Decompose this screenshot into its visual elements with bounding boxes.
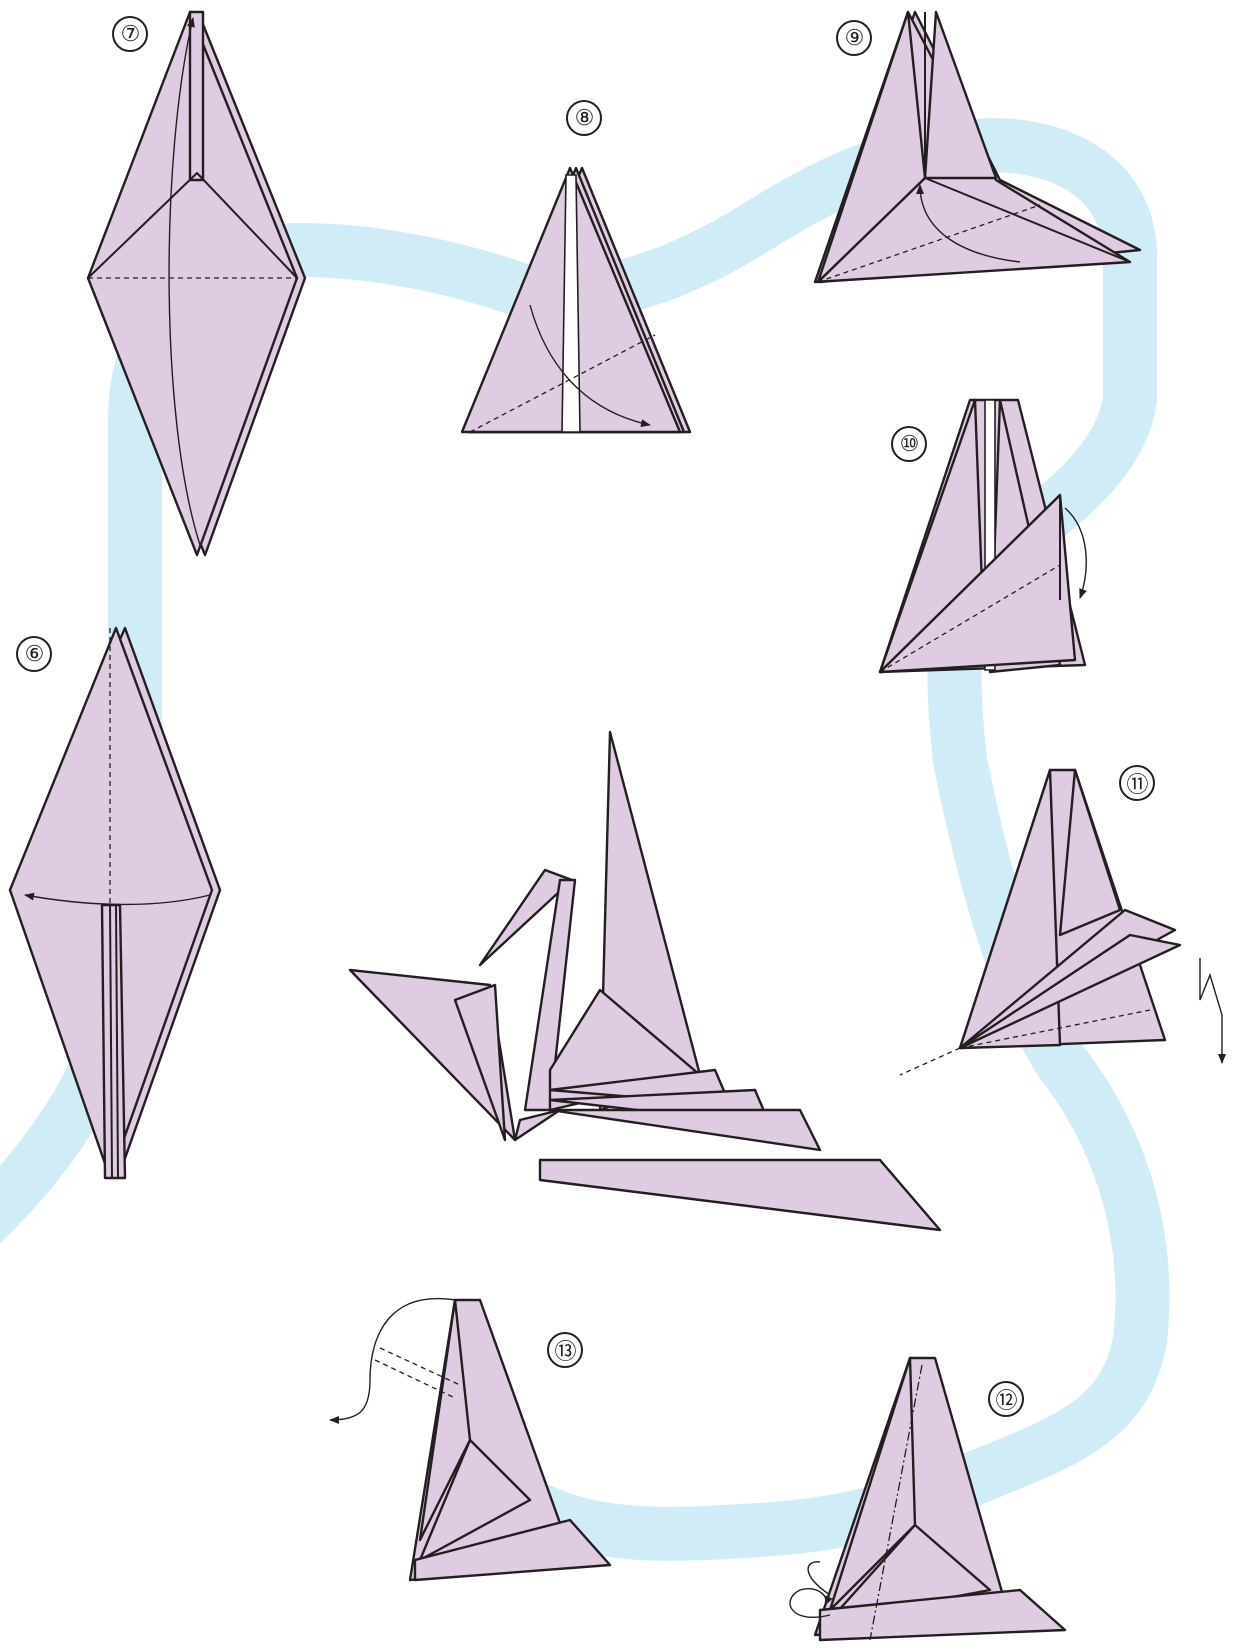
step-number-10: ⑩ bbox=[891, 426, 927, 462]
step-number-12: ⑫ bbox=[988, 1381, 1024, 1417]
step-6-figure bbox=[10, 628, 220, 1178]
step-number-13: ⑬ bbox=[547, 1332, 583, 1368]
step-number-6: ⑥ bbox=[16, 636, 52, 672]
step-number-7: ⑦ bbox=[112, 16, 148, 52]
step-number-8: ⑧ bbox=[566, 100, 602, 136]
final-crane-figure bbox=[350, 732, 940, 1230]
step-number-11: ⑪ bbox=[1119, 765, 1155, 801]
step-number-9: ⑨ bbox=[836, 20, 872, 56]
